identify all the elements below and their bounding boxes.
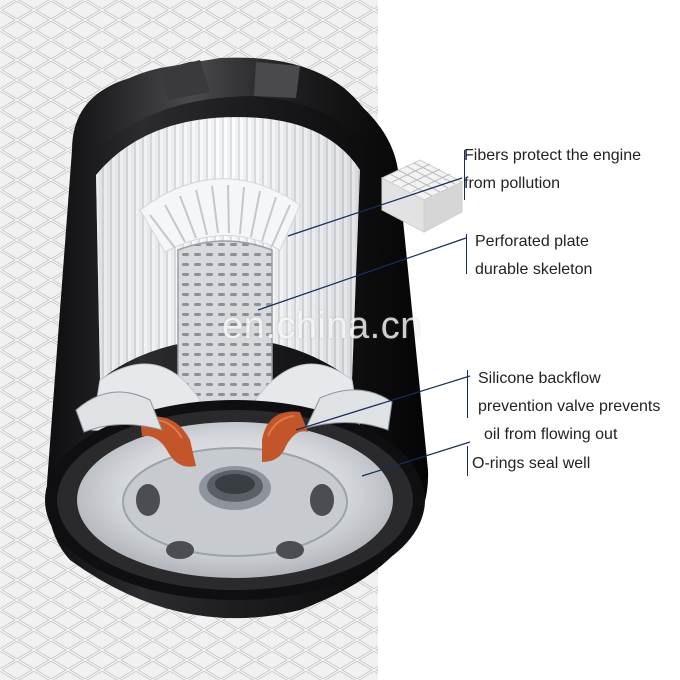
callout-orings-line-1: O-rings seal well [472,450,590,478]
callout-fibers-line-2: from pollution [464,170,641,198]
callout-fibers: Fibers protect the engine from pollution [464,142,641,198]
callout-plate: Perforated plate durable skeleton [475,228,592,284]
callout-fibers-line-1: Fibers protect the engine [464,142,641,170]
callout-bar-valve [467,370,468,418]
watermark-text: en.china.cn [222,305,422,348]
callout-valve-line-2: prevention valve prevents [478,393,660,421]
callout-plate-line-1: Perforated plate [475,228,592,256]
callout-valve: Silicone backflow prevention valve preve… [478,365,660,449]
callout-bar-plate [466,234,467,274]
callout-orings: O-rings seal well [472,450,590,478]
callout-valve-line-1: Silicone backflow [478,365,660,393]
callout-plate-line-2: durable skeleton [475,256,592,284]
callout-valve-line-3: oil from flowing out [478,421,660,449]
callout-bar-orings [467,446,468,476]
